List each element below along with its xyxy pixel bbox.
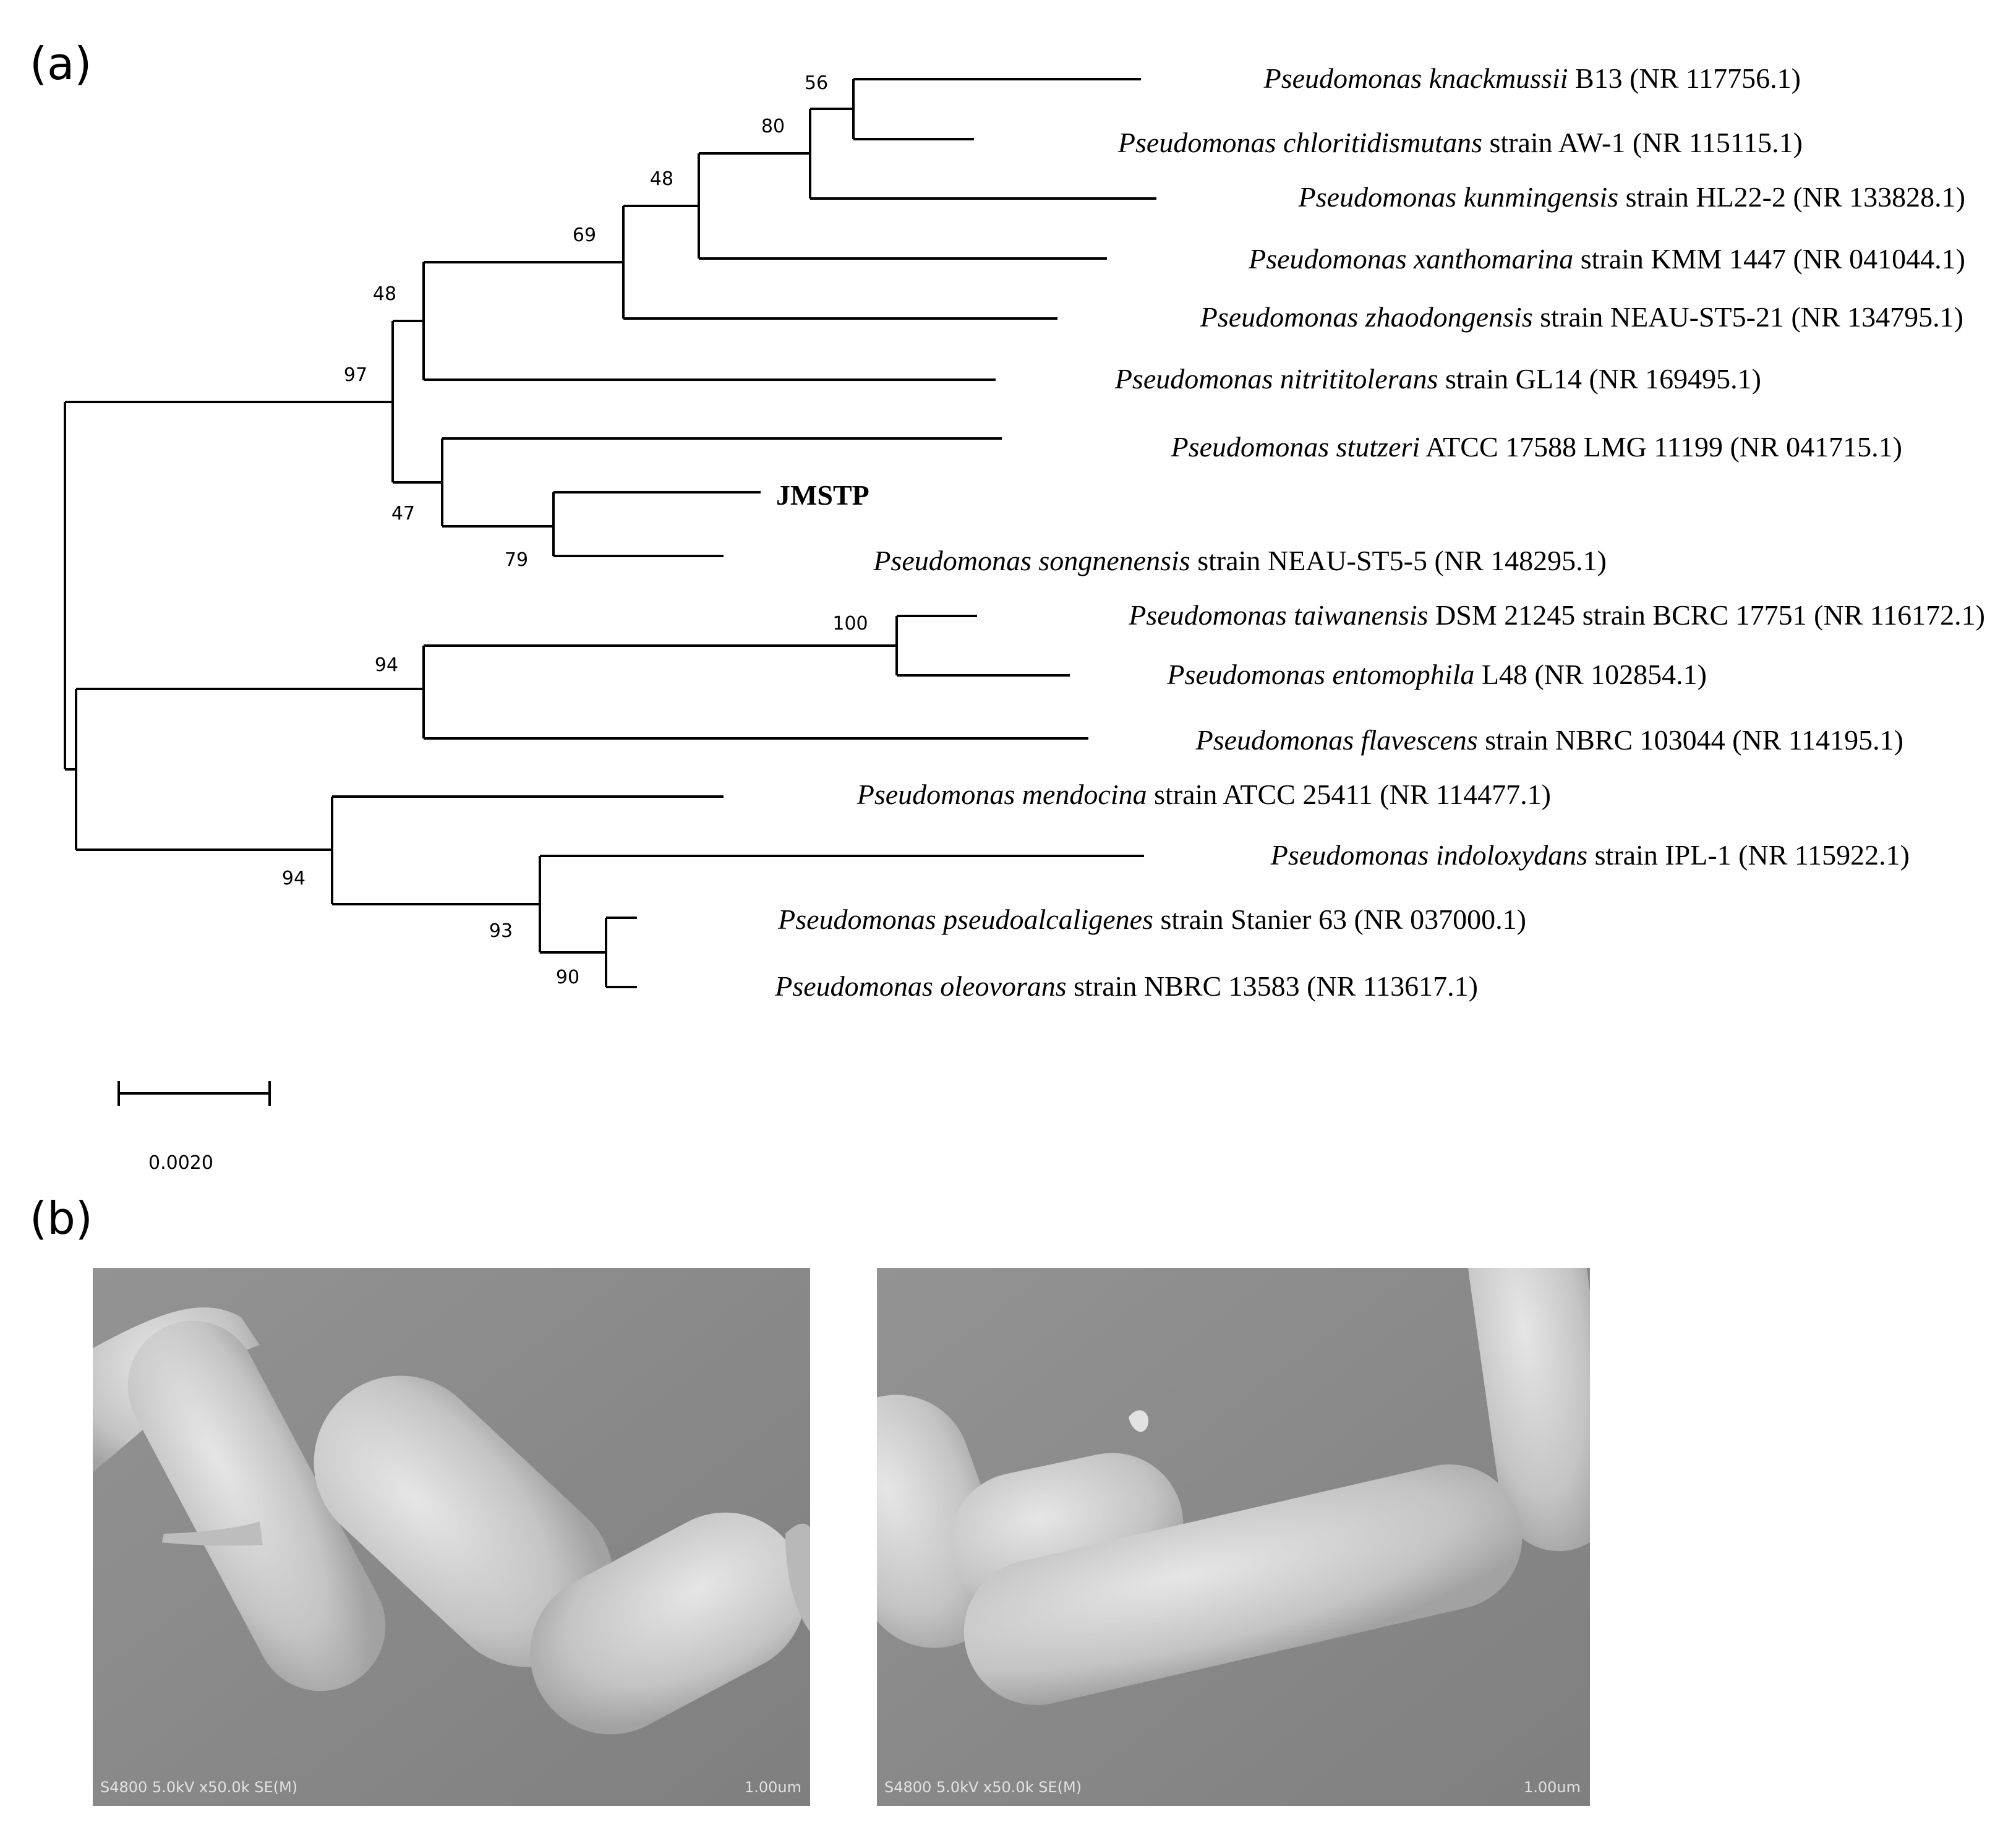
leaf-label: Pseudomonas indoloxydans strain IPL-1 (N… [1270,839,1910,871]
tree-branches [64,78,1156,988]
leaf-label: Pseudomonas pseudoalcaligenes strain Sta… [777,904,1526,935]
sem-caption-left: S4800 5.0kV x50.0k SE(M) [884,1779,1082,1796]
leaf-label-jmstp: JMSTP [776,479,869,511]
leaf-label: Pseudomonas stutzeri ATCC 17588 LMG 1119… [1171,431,1902,463]
sem-caption-right: 1.00um [745,1779,801,1796]
panel-label-b: (b) [30,1192,93,1244]
support-value: 47 [391,503,415,524]
support-value: 80 [761,116,785,137]
scale-bar: 0.0020 [117,1081,271,1174]
support-value: 90 [556,967,579,988]
scale-bar-label: 0.0020 [148,1152,213,1174]
support-values: 56 80 48 69 48 97 47 79 100 94 94 93 90 [282,72,868,988]
leaf-label: Pseudomonas mendocina strain ATCC 25411 … [856,779,1551,810]
support-value: 93 [489,920,513,942]
leaf-label: Pseudomonas flavescens strain NBRC 10304… [1195,724,1903,756]
support-value: 100 [832,613,868,635]
support-value: 48 [650,168,673,190]
leaf-label: Pseudomonas chloritidismutans strain AW-… [1117,127,1803,158]
panel-label-a: (a) [30,38,92,90]
support-value: 94 [375,654,398,676]
leaf-label: Pseudomonas zhaodongensis strain NEAU-ST… [1200,301,1963,333]
leaf-label: Pseudomonas knackmussii B13 (NR 117756.1… [1263,62,1801,94]
leaf-label: Pseudomonas kunmingensis strain HL22-2 (… [1298,181,1965,213]
phylogenetic-tree [64,78,1156,988]
support-value: 69 [573,224,596,246]
support-value: 48 [373,283,396,305]
leaf-label: Pseudomonas taiwanensis DSM 21245 strain… [1128,599,1985,631]
support-value: 56 [805,72,828,94]
leaf-label: Pseudomonas xanthomarina strain KMM 1447… [1248,243,1965,275]
leaf-label: Pseudomonas songnenensis strain NEAU-ST5… [873,545,1607,576]
sem-caption-right: 1.00um [1524,1779,1581,1796]
sem-caption-left: S4800 5.0kV x50.0k SE(M) [100,1779,297,1796]
sem-image-right: S4800 5.0kV x50.0k SE(M) 1.00um [877,1268,1590,1806]
leaf-label: Pseudomonas entomophila L48 (NR 102854.1… [1166,659,1707,690]
leaf-labels: Pseudomonas knackmussii B13 (NR 117756.1… [774,62,1985,1002]
support-value: 79 [505,549,528,571]
support-value: 94 [282,868,305,889]
sem-image-left: S4800 5.0kV x50.0k SE(M) 1.00um [93,1268,810,1806]
leaf-label: Pseudomonas oleovorans strain NBRC 13583… [774,970,1478,1002]
leaf-label: Pseudomonas nitrititolerans strain GL14 … [1114,363,1761,395]
support-value: 97 [344,364,367,386]
